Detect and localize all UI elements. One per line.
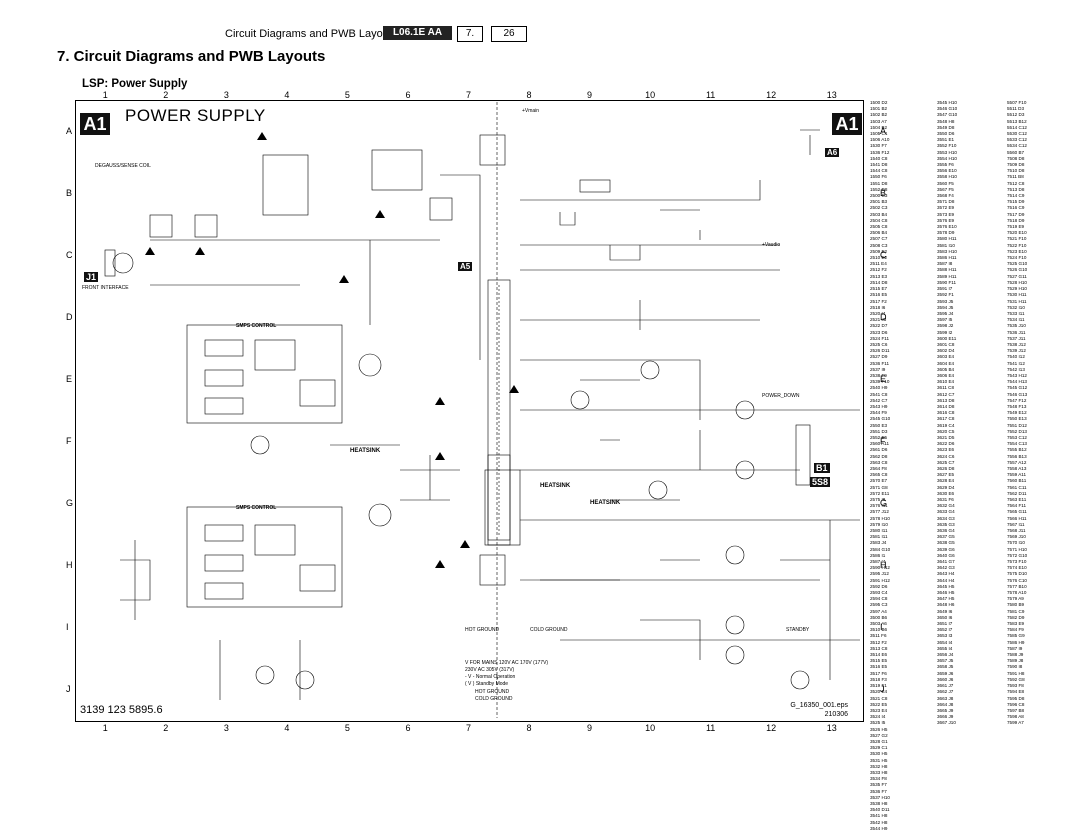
row-label-right-F: F bbox=[880, 436, 886, 446]
row-label-right-J: J bbox=[880, 684, 885, 694]
column-label-bottom-2: 2 bbox=[163, 723, 169, 733]
sheet-id-right: A1 bbox=[832, 113, 862, 135]
column-label-bottom-10: 10 bbox=[645, 723, 656, 733]
column-label-top-5: 5 bbox=[344, 90, 350, 100]
column-label-top-9: 9 bbox=[587, 90, 593, 100]
column-label-bottom-8: 8 bbox=[526, 723, 532, 733]
column-label-bottom-7: 7 bbox=[465, 723, 471, 733]
column-label-top-13: 13 bbox=[826, 90, 837, 100]
column-label-top-12: 12 bbox=[766, 90, 777, 100]
front-interface-label: FRONT INTERFACE bbox=[82, 285, 129, 291]
power-down-label: POWER_DOWN bbox=[762, 393, 800, 399]
legend-hot-ground: HOT GROUND bbox=[465, 627, 500, 633]
tag-a5: A5 bbox=[458, 262, 473, 271]
heatsink-label-2: HEATSINK bbox=[540, 483, 571, 489]
circuit-schematic bbox=[104, 102, 860, 718]
row-label-left-E: E bbox=[66, 374, 73, 384]
tag-j1: J1 bbox=[84, 272, 99, 282]
schematic-frame bbox=[75, 100, 864, 722]
legend-cold-ground-2: COLD GROUND bbox=[475, 696, 513, 702]
standby-label: STANDBY bbox=[786, 627, 810, 633]
row-label-left-B: B bbox=[66, 188, 73, 198]
section-subtitle: LSP: Power Supply bbox=[82, 78, 188, 90]
row-label-left-C: C bbox=[66, 250, 73, 260]
row-label-left-F: F bbox=[66, 436, 72, 446]
column-label-top-7: 7 bbox=[465, 90, 471, 100]
tag-b1: B1 bbox=[814, 463, 830, 473]
vmain-top-label: +Vmain bbox=[522, 108, 540, 114]
column-label-top-3: 3 bbox=[223, 90, 229, 100]
column-label-top-2: 2 bbox=[163, 90, 169, 100]
legend-line-4: ( V ) Standby Mode bbox=[465, 681, 509, 687]
row-label-left-A: A bbox=[66, 126, 73, 136]
column-label-bottom-11: 11 bbox=[705, 723, 716, 733]
legend-cold-ground: COLD GROUND bbox=[530, 627, 568, 633]
column-label-top-4: 4 bbox=[284, 90, 290, 100]
column-label-top-8: 8 bbox=[526, 90, 532, 100]
row-label-right-I: I bbox=[880, 622, 883, 632]
legend-line-1: V FOR MAINS 120V AC 170V (177V) bbox=[465, 660, 549, 666]
heatsink-label-3: HEATSINK bbox=[590, 500, 621, 506]
header-title: Circuit Diagrams and PWB Layouts bbox=[225, 28, 398, 40]
row-label-left-H: H bbox=[66, 560, 73, 570]
legend-line-2: 230V AC 305V (317V) bbox=[465, 667, 515, 673]
chapter-heading: 7. Circuit Diagrams and PWB Layouts bbox=[57, 48, 326, 65]
column-label-bottom-6: 6 bbox=[405, 723, 411, 733]
row-label-right-H: H bbox=[880, 560, 887, 570]
smps-control-label-2: SMPS CONTROL bbox=[236, 505, 277, 511]
degauss-label: DEGAUSS/SENSE COIL bbox=[95, 163, 151, 169]
eps-filename: G_16350_001.eps bbox=[790, 702, 848, 709]
row-label-right-E: E bbox=[880, 374, 887, 384]
parts-location-list: 1500 D2 1501 B2 1502 B2 1503 A7 1504 B2 … bbox=[867, 100, 1077, 831]
column-label-top-6: 6 bbox=[405, 90, 411, 100]
parts-list-col-3: 5507 F10 5511 D3 5512 D3 5513 B12 5514 C… bbox=[1007, 100, 1028, 726]
sheet-id-left: A1 bbox=[80, 113, 110, 135]
column-label-bottom-13: 13 bbox=[826, 723, 837, 733]
column-label-top-1: 1 bbox=[102, 90, 108, 100]
parts-list-col-2: 3545 H10 3546 G10 3547 G10 3548 H8 3549 … bbox=[937, 100, 958, 726]
document-reference: 3139 123 5895.6 bbox=[80, 704, 163, 716]
heatsink-label-1: HEATSINK bbox=[350, 448, 381, 454]
page-header: Circuit Diagrams and PWB Layouts L06.1E … bbox=[0, 26, 1080, 44]
legend-hot-ground-2: HOT GROUND bbox=[475, 689, 510, 695]
row-label-right-C: C bbox=[880, 250, 887, 260]
eps-reference: G_16350_001.eps 210306 bbox=[790, 701, 848, 719]
row-label-right-D: D bbox=[880, 312, 887, 322]
chapter-number-box: 7. bbox=[457, 26, 483, 42]
column-label-top-11: 11 bbox=[705, 90, 716, 100]
legend-line-3: - V - Normal Operation bbox=[465, 674, 516, 680]
parts-list-col-1: 1500 D2 1501 B2 1502 B2 1503 A7 1504 B2 … bbox=[870, 100, 891, 831]
tag-a6: A6 bbox=[825, 148, 840, 157]
model-badge: L06.1E AA bbox=[383, 26, 452, 40]
row-label-right-A: A bbox=[880, 126, 887, 136]
column-label-bottom-5: 5 bbox=[344, 723, 350, 733]
column-label-bottom-12: 12 bbox=[766, 723, 777, 733]
row-label-right-G: G bbox=[880, 498, 888, 508]
row-label-left-I: I bbox=[66, 622, 69, 632]
column-label-top-10: 10 bbox=[645, 90, 656, 100]
column-label-bottom-3: 3 bbox=[223, 723, 229, 733]
row-label-left-D: D bbox=[66, 312, 73, 322]
eps-date: 210306 bbox=[824, 711, 848, 718]
row-label-right-B: B bbox=[880, 188, 887, 198]
smps-control-label-1: SMPS CONTROL bbox=[236, 323, 277, 329]
vaudio-label: +Vaudio bbox=[762, 242, 781, 248]
column-label-bottom-9: 9 bbox=[587, 723, 593, 733]
tag-5s8: 5S8 bbox=[810, 477, 831, 487]
row-label-left-G: G bbox=[66, 498, 74, 508]
column-label-bottom-4: 4 bbox=[284, 723, 290, 733]
sheet-title: POWER SUPPLY bbox=[125, 106, 266, 125]
row-label-left-J: J bbox=[66, 684, 71, 694]
page-number-box: 26 bbox=[491, 26, 527, 42]
column-label-bottom-1: 1 bbox=[102, 723, 108, 733]
